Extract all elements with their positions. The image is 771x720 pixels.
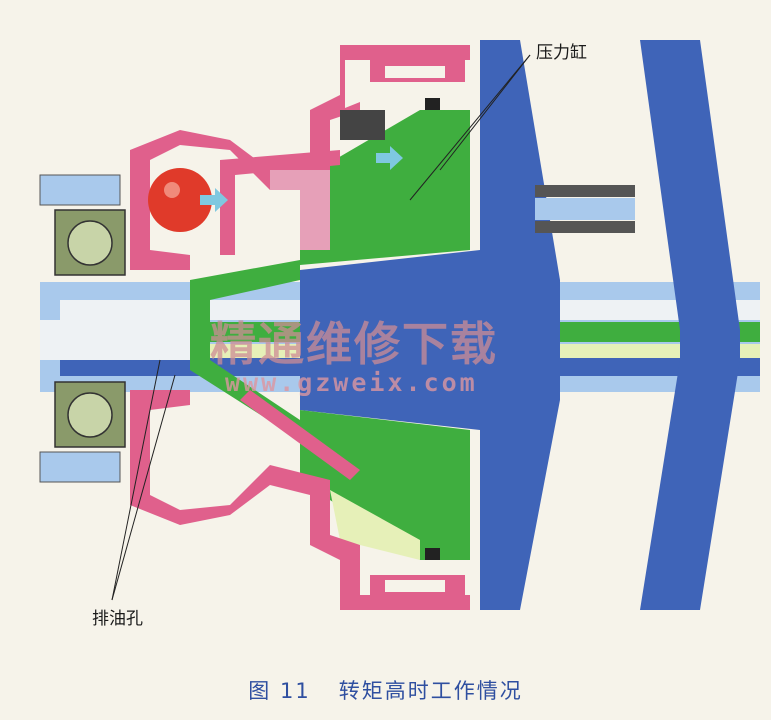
leader-line-hole-2 [111, 374, 176, 601]
spline-lower-dark [535, 221, 635, 233]
label-pressure-cylinder: 压力缸 [536, 43, 587, 63]
figure-title: 转矩高时工作情况 [338, 679, 523, 703]
check-ball [148, 168, 212, 232]
piston-plate-lower-diag [240, 390, 360, 480]
check-ball-highlight [164, 182, 180, 198]
figure-caption: 图 11 转矩高时工作情况 [0, 675, 771, 705]
flow-arrow-left [200, 188, 228, 212]
seal-ring-2 [425, 548, 440, 560]
pressure-cylinder-housing [300, 40, 560, 610]
piston-plate-upper [220, 150, 340, 255]
bearing-race-upper-top [39, 174, 121, 206]
flow-arrow-right [376, 146, 403, 170]
seal-block [340, 110, 385, 140]
label-drain-hole: 排油孔 [92, 609, 143, 629]
spline-upper-light [535, 198, 635, 220]
bearing-race-lower-bottom [39, 451, 121, 483]
piston-inner-upper [270, 170, 330, 250]
figure-number: 图 11 [248, 679, 311, 703]
fluid-chamber-lower [300, 410, 470, 560]
leader-line-cylinder-1 [439, 54, 531, 171]
watermark-url: www.gzweix.com [225, 368, 478, 397]
seal-ring-1 [425, 98, 440, 110]
shaft-end-bore [40, 320, 190, 360]
bearing-ball-lower [67, 392, 113, 438]
bearing-ball-upper [67, 220, 113, 266]
housing-gap-upper [345, 60, 365, 108]
fluid-chamber-upper [300, 110, 470, 265]
watermark-text: 精通维修下载 [210, 317, 498, 371]
housing-lip-slot-upper [385, 66, 445, 78]
housing-lip-slot-lower [385, 580, 445, 592]
leader-line-cylinder-2 [409, 54, 531, 201]
spline-upper-dark [535, 185, 635, 197]
leader-line-hole-1 [111, 359, 161, 601]
pulley-flange-right [640, 40, 740, 610]
